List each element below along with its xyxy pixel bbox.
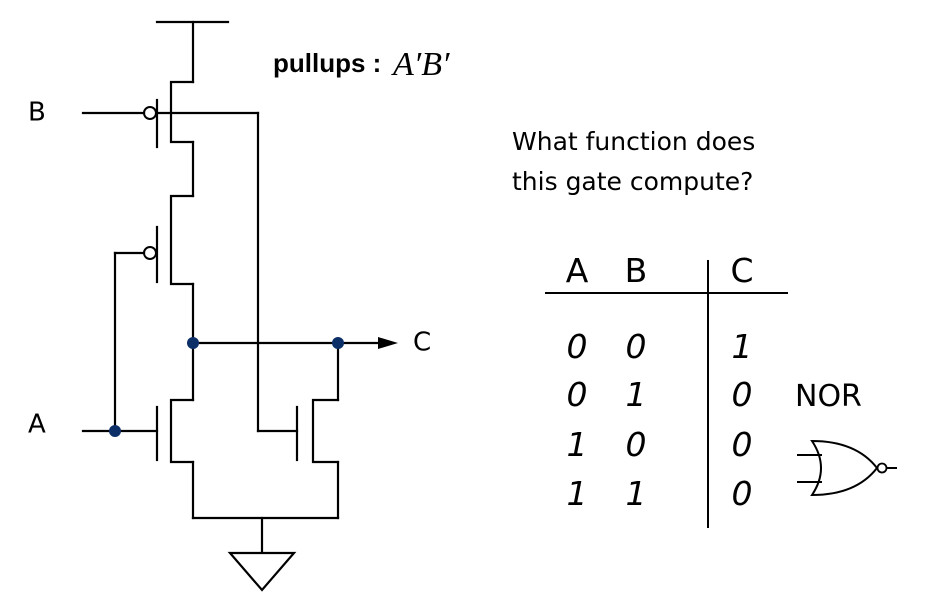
pullups-expression: A′B′	[391, 46, 450, 83]
input-b-label: B	[28, 98, 46, 128]
truth-table-cell: 0	[626, 425, 647, 464]
truth-table-cell: 0	[626, 327, 647, 366]
truth-table-cell: 0	[567, 375, 588, 414]
truth-table-header-b: B	[625, 251, 648, 290]
pmos-transistor-b	[143, 80, 195, 149]
ground-icon	[227, 551, 297, 592]
truth-table-cell: 0	[567, 327, 588, 366]
truth-table-header-a: A	[566, 251, 589, 290]
truth-table-cell: 1	[626, 375, 647, 414]
pmos-transistor-a	[143, 194, 195, 286]
input-a-label: A	[28, 410, 46, 440]
output-arrowhead	[378, 337, 398, 349]
truth-table-cell: 0	[732, 474, 753, 513]
truth-table-header-c: C	[730, 251, 753, 290]
truth-table-cell: 0	[732, 375, 753, 414]
truth-table-cell: 0	[732, 425, 753, 464]
output-c-label: C	[413, 328, 431, 358]
truth-table-cell: 1	[732, 327, 753, 366]
nor-gate-icon	[797, 439, 897, 497]
pmos-a-channel	[169, 194, 195, 286]
output-node-dot	[187, 337, 199, 349]
cmos-circuit: B A C	[28, 20, 431, 592]
nmos-b-drain-dot	[332, 337, 344, 349]
truth-table: A B C 0 0 1 0 1 0 1 0 0 1 1 0	[545, 251, 788, 528]
truth-table-cell: 1	[567, 474, 588, 513]
truth-table-cell: 1	[567, 425, 588, 464]
question-line-2: this gate compute?	[512, 167, 753, 196]
pmos-a-bubble	[143, 246, 157, 260]
nmos-transistor-b	[295, 398, 340, 464]
nmos-transistor-a	[155, 398, 195, 464]
pullups-label: pullups :	[273, 48, 381, 78]
nmos-a-channel	[169, 398, 195, 464]
nor-gate-body	[810, 439, 879, 497]
truth-table-cell: 1	[626, 474, 647, 513]
nor-gate-bubble	[876, 462, 888, 474]
pmos-b-bubble	[143, 106, 157, 120]
question-line-1: What function does	[512, 127, 755, 156]
gate-name-label: NOR	[795, 379, 862, 414]
input-a-junction-dot	[109, 425, 121, 437]
nmos-b-channel	[311, 398, 340, 464]
